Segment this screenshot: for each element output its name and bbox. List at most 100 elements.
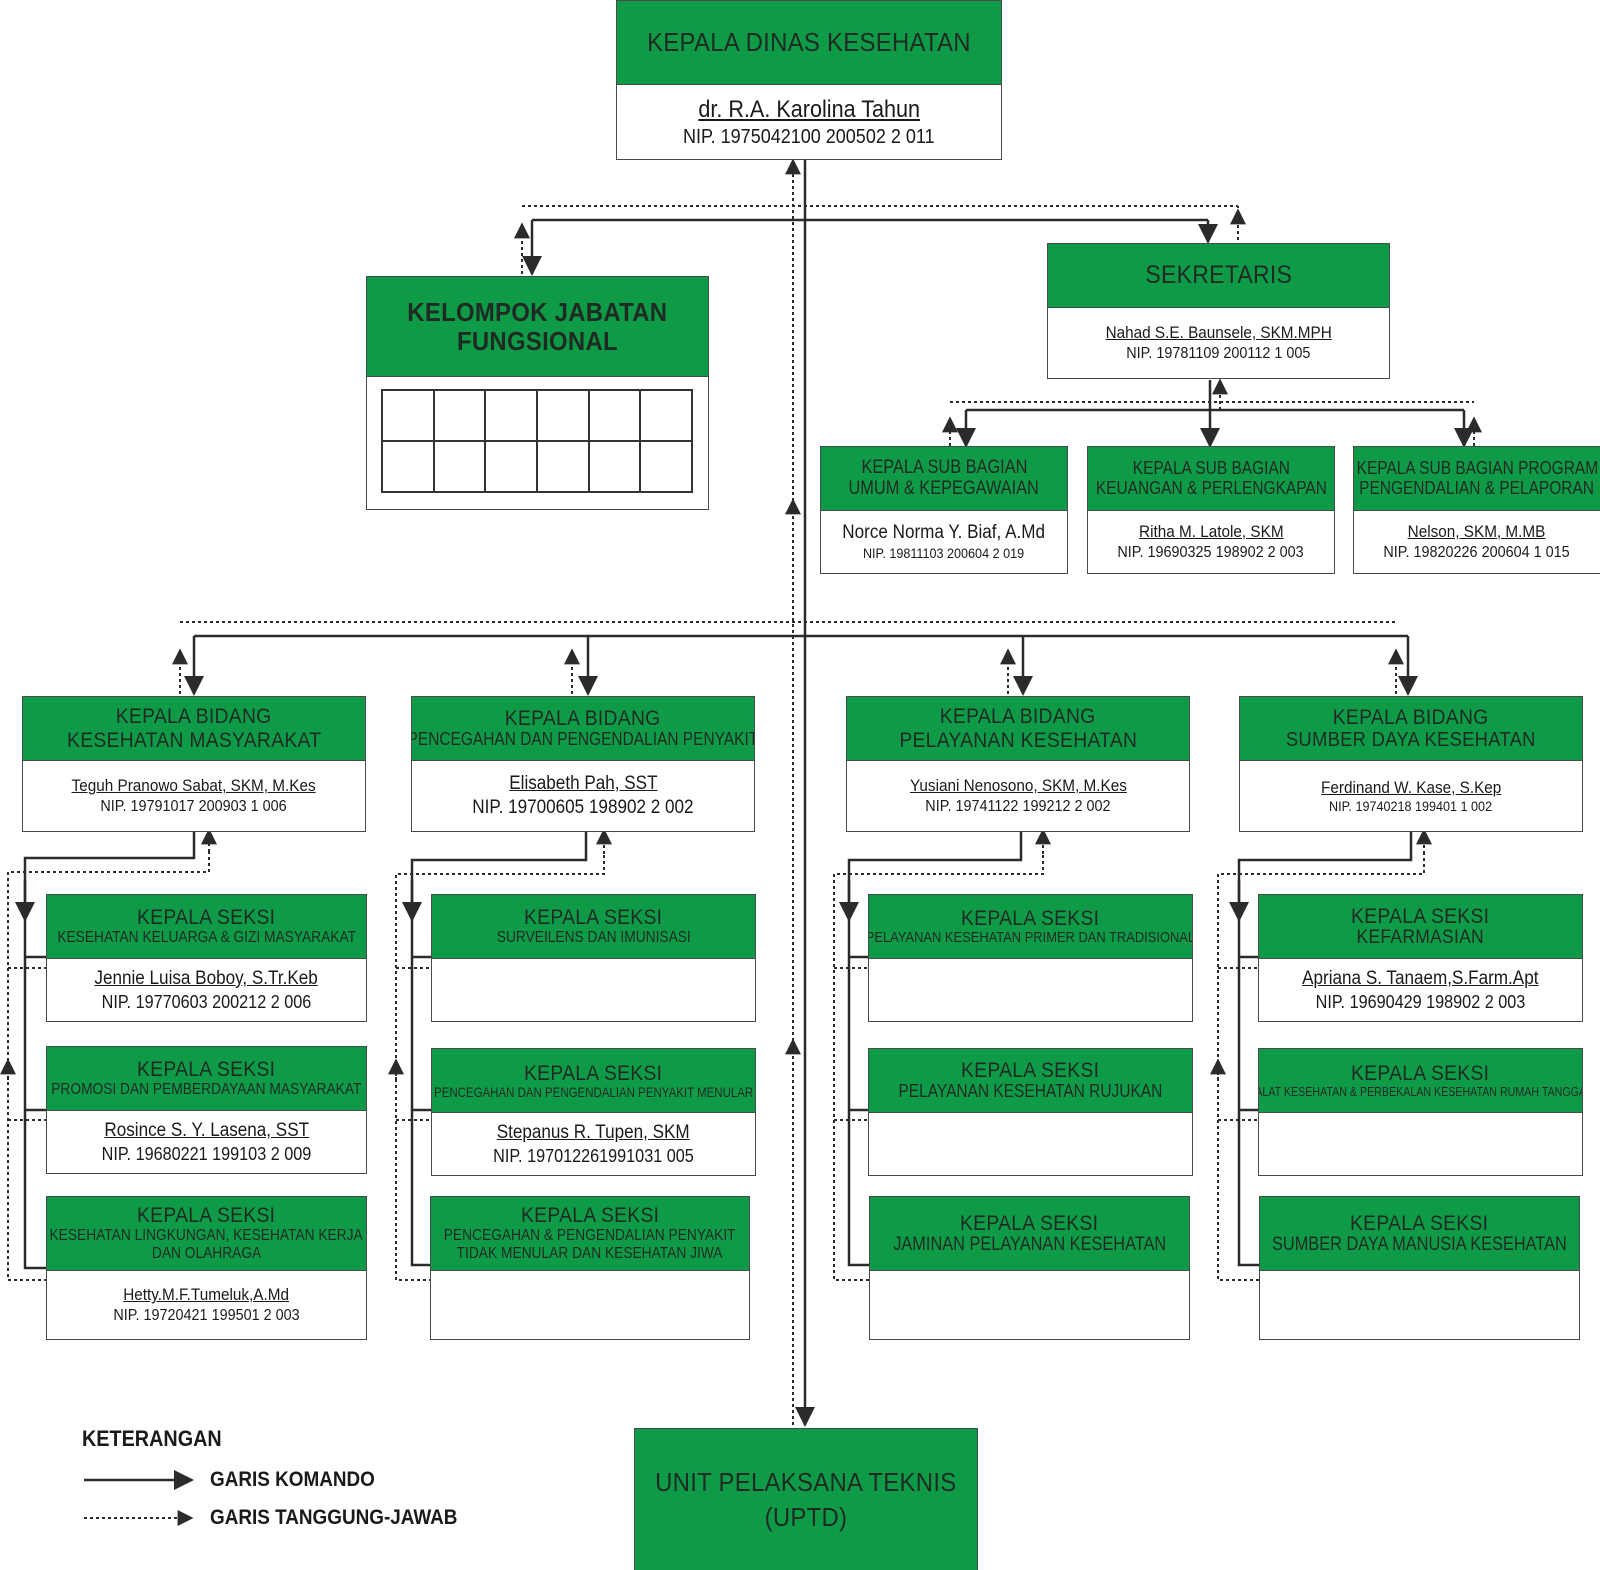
seksi-subtitle: KEFARMASIAN <box>1356 926 1485 948</box>
subbagian-box-2: KEPALA SUB BAGIAN KEUANGAN & PERLENGKAPA… <box>1087 446 1335 574</box>
seksi-box-3-1: KEPALA SEKSI PELAYANAN KESEHATAN PRIMER … <box>868 894 1193 1022</box>
legend-tanggung-jawab-label: GARIS TANGGUNG-JAWAB <box>210 1506 458 1529</box>
bidang-title-1: KEPALA BIDANG <box>116 705 272 729</box>
subbagian-nip-2: NIP. 19690325 198902 2 003 <box>1117 543 1305 561</box>
seksi-title: KEPALA SEKSI <box>961 906 1100 930</box>
kepala-dinas-box: KEPALA DINAS KESEHATAN dr. R.A. Karolina… <box>616 0 1002 160</box>
bidang-title-2: KEPALA BIDANG <box>505 707 661 731</box>
uptd-title-2: (UPTD) <box>764 1502 848 1532</box>
seksi-subtitle: PENCEGAHAN DAN PENGENDALIAN PENYAKIT MEN… <box>433 1083 754 1100</box>
seksi-subtitle: PELAYANAN KESEHATAN PRIMER DAN TRADISION… <box>868 928 1193 946</box>
seksi-name: Rosince S. Y. Lasena, SST <box>104 1119 309 1141</box>
seksi-box-2-3: KEPALA SEKSI PENCEGAHAN & PENGENDALIAN P… <box>430 1196 750 1340</box>
seksi-box-3-3: KEPALA SEKSI JAMINAN PELAYANAN KESEHATAN <box>869 1196 1190 1340</box>
seksi-subtitle: PELAYANAN KESEHATAN RUJUKAN <box>898 1081 1163 1102</box>
seksi-box-4-2: KEPALA SEKSI ALAT KESEHATAN & PERBEKALAN… <box>1258 1048 1583 1176</box>
sekretaris-nip: NIP. 19781109 200112 1 005 <box>1126 344 1311 362</box>
bidang-subtitle-2: PENCEGAHAN DAN PENGENDALIAN PENYAKIT <box>411 729 755 750</box>
fungsional-grid <box>381 389 693 493</box>
bidang-box-2: KEPALA BIDANG PENCEGAHAN DAN PENGENDALIA… <box>411 696 755 832</box>
seksi-box-2-1: KEPALA SEKSI SURVEILENS DAN IMUNISASI <box>431 894 756 1022</box>
bidang-subtitle-3: PELAYANAN KESEHATAN <box>899 728 1137 752</box>
seksi-box-4-3: KEPALA SEKSI SUMBER DAYA MANUSIA KESEHAT… <box>1259 1196 1580 1340</box>
kepala-dinas-name: dr. R.A. Karolina Tahun <box>698 95 920 123</box>
bidang-name-4: Ferdinand W. Kase, S.Kep <box>1320 777 1502 797</box>
seksi-subtitle: KESEHATAN LINGKUNGAN, KESEHATAN KERJA <box>49 1227 364 1245</box>
seksi-subtitle: KESEHATAN KELUARGA & GIZI MASYARAKAT <box>57 929 356 947</box>
seksi-name: Apriana S. Tanaem,S.Farm.Apt <box>1302 967 1539 989</box>
seksi-box-1-1: KEPALA SEKSI KESEHATAN KELUARGA & GIZI M… <box>46 894 367 1022</box>
seksi-subtitle: PROMOSI DAN PEMBERDAYAAN MASYARAKAT <box>51 1081 362 1099</box>
seksi-title: KEPALA SEKSI <box>524 1061 663 1085</box>
seksi-subtitle: JAMINAN PELAYANAN KESEHATAN <box>892 1233 1166 1255</box>
bidang-box-3: KEPALA BIDANG PELAYANAN KESEHATAN Yusian… <box>846 696 1190 832</box>
bidang-title-3: KEPALA BIDANG <box>940 705 1096 729</box>
fungsional-title-2: FUNGSIONAL <box>457 325 618 356</box>
sekretaris-name: Nahad S.E. Baunsele, SKM.MPH <box>1105 323 1332 343</box>
seksi-title: KEPALA SEKSI <box>961 1059 1100 1083</box>
kepala-dinas-nip: NIP. 1975042100 200502 2 011 <box>683 125 935 148</box>
seksi-box-1-3: KEPALA SEKSI KESEHATAN LINGKUNGAN, KESEH… <box>46 1196 367 1340</box>
bidang-box-4: KEPALA BIDANG SUMBER DAYA KESEHATAN Ferd… <box>1239 696 1583 832</box>
subbagian-subtitle-2: KEUANGAN & PERLENGKAPAN <box>1095 477 1327 498</box>
fungsional-title-1: KELOMPOK JABATAN <box>407 296 668 327</box>
seksi-title: KEPALA SEKSI <box>137 906 276 930</box>
legend-komando-label: GARIS KOMANDO <box>210 1468 375 1491</box>
subbagian-title-1: KEPALA SUB BAGIAN <box>861 456 1027 478</box>
subbagian-name-3: Nelson, SKM, M.MB <box>1408 522 1546 542</box>
seksi-nip: NIP. 19720421 199501 2 003 <box>113 1306 300 1324</box>
subbagian-nip-3: NIP. 19820226 200604 1 015 <box>1383 543 1571 561</box>
subbagian-name-2: Ritha M. Latole, SKM <box>1138 522 1284 542</box>
bidang-name-2: Elisabeth Pah, SST <box>508 773 658 795</box>
legend-title: KETERANGAN <box>82 1426 222 1451</box>
seksi-title: KEPALA SEKSI <box>520 1204 660 1228</box>
bidang-name-1: Teguh Pranowo Sabat, SKM, M.Kes <box>71 776 317 796</box>
bidang-nip-2: NIP. 19700605 198902 2 002 <box>472 797 694 818</box>
subbagian-box-3: KEPALA SUB BAGIAN PROGRAM PENGENDALIAN &… <box>1353 446 1600 574</box>
subbagian-box-1: KEPALA SUB BAGIAN UMUM & KEPEGAWAIAN Nor… <box>820 446 1068 574</box>
subbagian-title-3: KEPALA SUB BAGIAN PROGRAM <box>1356 457 1598 478</box>
seksi-subtitle: SURVEILENS DAN IMUNISASI <box>496 929 691 947</box>
seksi-title: KEPALA SEKSI <box>137 1204 276 1228</box>
bidang-nip-3: NIP. 19741122 199212 2 002 <box>925 797 1111 815</box>
seksi-title: KEPALA SEKSI <box>1351 904 1490 928</box>
bidang-box-1: KEPALA BIDANG KESEHATAN MASYARAKAT Teguh… <box>22 696 366 832</box>
seksi-title: KEPALA SEKSI <box>960 1211 1099 1235</box>
bidang-name-3: Yusiani Nenosono, SKM, M.Kes <box>909 776 1127 796</box>
fungsional-box: KELOMPOK JABATAN FUNGSIONAL <box>366 276 709 510</box>
bidang-subtitle-4: SUMBER DAYA KESEHATAN <box>1286 729 1536 752</box>
seksi-name: Hetty.M.F.Tumeluk,A.Md <box>123 1285 290 1305</box>
seksi-box-2-2: KEPALA SEKSI PENCEGAHAN DAN PENGENDALIAN… <box>431 1048 756 1176</box>
seksi-subtitle-2: TIDAK MENULAR DAN KESEHATAN JIWA <box>457 1245 723 1263</box>
subbagian-subtitle-1: UMUM & KEPEGAWAIAN <box>848 477 1040 499</box>
sekretaris-box: SEKRETARIS Nahad S.E. Baunsele, SKM.MPH … <box>1047 243 1390 379</box>
subbagian-title-2: KEPALA SUB BAGIAN <box>1132 457 1290 478</box>
bidang-nip-4: NIP. 19740218 199401 1 002 <box>1329 797 1493 814</box>
subbagian-subtitle-3: PENGENDALIAN & PELAPORAN <box>1359 477 1595 498</box>
seksi-box-3-2: KEPALA SEKSI PELAYANAN KESEHATAN RUJUKAN <box>868 1048 1193 1176</box>
seksi-name: Jennie Luisa Boboy, S.Tr.Keb <box>94 967 319 989</box>
bidang-subtitle-1: KESEHATAN MASYARAKAT <box>66 728 322 752</box>
seksi-title: KEPALA SEKSI <box>137 1058 276 1082</box>
seksi-box-1-2: KEPALA SEKSI PROMOSI DAN PEMBERDAYAAN MA… <box>46 1046 367 1174</box>
subbagian-name-1: Norce Norma Y. Biaf, A.Md <box>842 522 1046 544</box>
bidang-nip-1: NIP. 19791017 200903 1 006 <box>100 797 288 815</box>
kepala-dinas-title: KEPALA DINAS KESEHATAN <box>647 27 971 58</box>
seksi-name: Stepanus R. Tupen, SKM <box>497 1121 690 1143</box>
seksi-subtitle: SUMBER DAYA MANUSIA KESEHATAN <box>1272 1233 1567 1255</box>
sekretaris-title: SEKRETARIS <box>1145 260 1292 289</box>
seksi-subtitle: PENCEGAHAN & PENGENDALIAN PENYAKIT <box>444 1227 736 1245</box>
uptd-title-1: UNIT PELAKSANA TEKNIS <box>655 1466 957 1497</box>
seksi-nip: NIP. 197012261991031 005 <box>493 1145 694 1166</box>
bidang-title-4: KEPALA BIDANG <box>1333 705 1489 729</box>
seksi-nip: NIP. 19770603 200212 2 006 <box>101 991 312 1012</box>
seksi-subtitle: ALAT KESEHATAN & PERBEKALAN KESEHATAN RU… <box>1258 1084 1583 1100</box>
seksi-title: KEPALA SEKSI <box>524 906 663 930</box>
seksi-title: KEPALA SEKSI <box>1350 1211 1489 1235</box>
seksi-subtitle-2: DAN OLAHRAGA <box>151 1245 262 1263</box>
seksi-title: KEPALA SEKSI <box>1351 1062 1490 1086</box>
uptd-box: UNIT PELAKSANA TEKNIS (UPTD) <box>634 1428 978 1570</box>
seksi-nip: NIP. 19680221 199103 2 009 <box>101 1143 312 1164</box>
subbagian-nip-1: NIP. 19811103 200604 2 019 <box>863 545 1025 562</box>
